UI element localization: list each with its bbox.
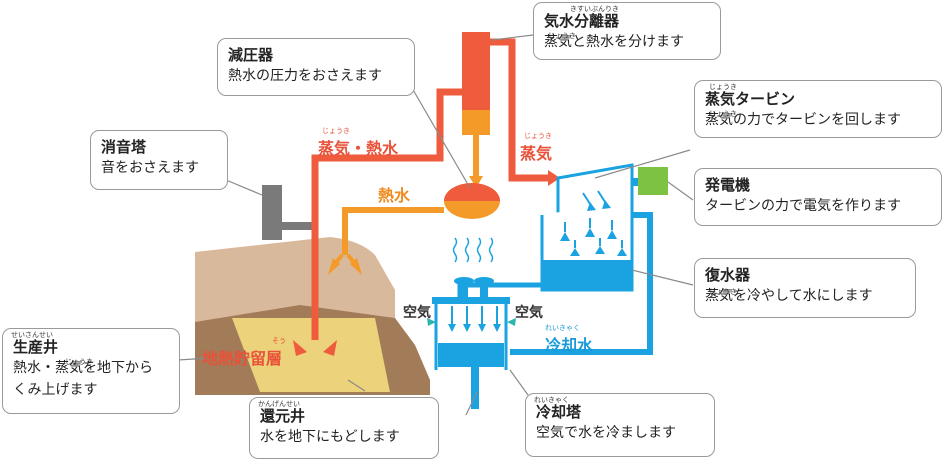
callout-silencer-title: 消音塔: [101, 138, 147, 156]
callout-production-well-desc-line2: くみ上げます: [13, 382, 98, 398]
ground: [195, 237, 430, 395]
hot-water-pipe: [342, 207, 444, 255]
flow-label-cooling-water-ruby: れいきゃく: [545, 324, 580, 332]
separator-top: [462, 32, 490, 110]
callout-separator-desc-ruby: じょうき: [548, 32, 576, 40]
steam-arrowhead: [548, 170, 560, 186]
callout-production-well-desc-line1: 熱水・蒸気を地下から: [13, 360, 153, 376]
callout-condenser-title: 復水器: [705, 266, 751, 284]
leader-lines: [177, 34, 694, 416]
cooling-tower: [427, 237, 516, 409]
callout-condenser-desc: 蒸気を冷やして水にします: [705, 288, 873, 304]
production-well-pipe: [311, 88, 462, 340]
silencer-pipe: [280, 222, 315, 230]
flow-label-air-left: 空気: [403, 302, 431, 322]
condenser-water: [543, 260, 631, 290]
callout-reinjection-well: かんげんせい 還元井 水を地下にもどします: [249, 397, 439, 459]
callout-turbine-desc-ruby: じょうき: [709, 110, 737, 118]
cooling-water-pipe: [510, 212, 653, 355]
callout-production-well-desc-ruby: じょうき: [65, 358, 93, 366]
reservoir-layer: [232, 318, 390, 392]
reducer-top: [444, 183, 500, 201]
flow-label-steam-hot-water-ruby: じょうき: [322, 127, 350, 135]
separator-water-arrowhead: [469, 176, 483, 188]
callout-reinjection-well-desc: 水を地下にもどします: [260, 429, 400, 445]
flow-label-steam-hot-water: じょうき 蒸気・熱水: [318, 127, 399, 159]
flow-label-reservoir-ruby: そう: [272, 337, 286, 345]
silencer-tower: [262, 185, 282, 240]
callout-production-well-title: 生産井: [13, 338, 59, 356]
flow-label-steam-text: 蒸気: [520, 144, 553, 163]
callout-production-well: せいさんせい 生産井 じょうき 熱水・蒸気を地下から くみ上げます: [2, 328, 180, 414]
callout-turbine: じょうき 蒸気タービン じょうき 蒸気の力でタービンを回します: [694, 80, 942, 138]
callout-generator: 発電機 タービンの力で電気を作ります: [694, 168, 942, 226]
callout-cooling-tower-title: 冷却塔: [536, 403, 582, 421]
separator-steam-out: [490, 38, 548, 182]
callout-separator: きすいぶんりき 気水分離器 じょうき 蒸気と熱水を分けます: [533, 2, 721, 60]
callout-separator-desc: 蒸気と熱水を分けます: [544, 34, 684, 50]
turbine-shaft: [632, 178, 640, 186]
flow-label-cooling-water: れいきゃく 冷却水: [545, 324, 594, 356]
callout-cooling-tower-ruby: れいきゃく: [534, 396, 569, 404]
flow-label-hot-water-text: 熱水: [378, 186, 411, 205]
callout-generator-desc: タービンの力で電気を作ります: [705, 198, 901, 214]
callout-reducer-title: 減圧器: [228, 46, 274, 64]
flow-label-hot-water: 熱水: [378, 182, 410, 206]
flow-label-air-right: 空気: [515, 302, 543, 322]
callout-silencer: 消音塔 音をおさえます: [90, 130, 228, 190]
callout-separator-ruby: きすいぶんりき: [570, 5, 619, 13]
flow-label-reservoir: そう 地熱貯留層: [202, 337, 286, 369]
callout-turbine-title: 蒸気タービン: [705, 90, 796, 108]
callout-turbine-desc: 蒸気の力でタービンを回します: [705, 112, 901, 128]
callout-cooling-tower-desc: 空気で水を冷まします: [536, 425, 676, 441]
callout-production-well-ruby: せいさんせい: [11, 331, 53, 339]
callout-cooling-tower: れいきゃく 冷却塔 空気で水を冷まします: [525, 393, 715, 457]
callout-generator-title: 発電機: [705, 176, 751, 194]
flow-label-air-left-text: 空気: [403, 305, 431, 321]
callout-reducer: 減圧器 熱水の圧力をおさえます: [217, 38, 415, 96]
callout-reinjection-well-ruby: かんげんせい: [258, 400, 300, 408]
flow-label-steam: じょうき 蒸気: [520, 132, 553, 164]
flow-label-air-right-text: 空気: [515, 305, 543, 321]
flow-label-cooling-water-text: 冷却水: [545, 336, 594, 355]
callout-reducer-desc: 熱水の圧力をおさえます: [228, 68, 382, 84]
callout-turbine-ruby: じょうき: [709, 83, 737, 91]
callout-condenser: 復水器 じょうき 蒸気を冷やして水にします: [694, 258, 916, 318]
reservoir-arrow-right: [323, 340, 337, 356]
flow-label-steam-ruby: じょうき: [524, 132, 552, 140]
callout-reinjection-well-title: 還元井: [260, 407, 306, 425]
reservoir-arrow-left: [293, 340, 307, 356]
flow-label-reservoir-text: 地熱貯留層: [202, 349, 283, 368]
generator-box: [638, 167, 668, 195]
callout-separator-title: 気水分離器: [544, 12, 620, 30]
callout-condenser-desc-ruby: じょうき: [709, 288, 737, 296]
callout-silencer-desc: 音をおさえます: [101, 160, 199, 176]
flow-label-steam-hot-water-text: 蒸気・熱水: [318, 139, 399, 158]
separator-bottom: [462, 110, 490, 135]
